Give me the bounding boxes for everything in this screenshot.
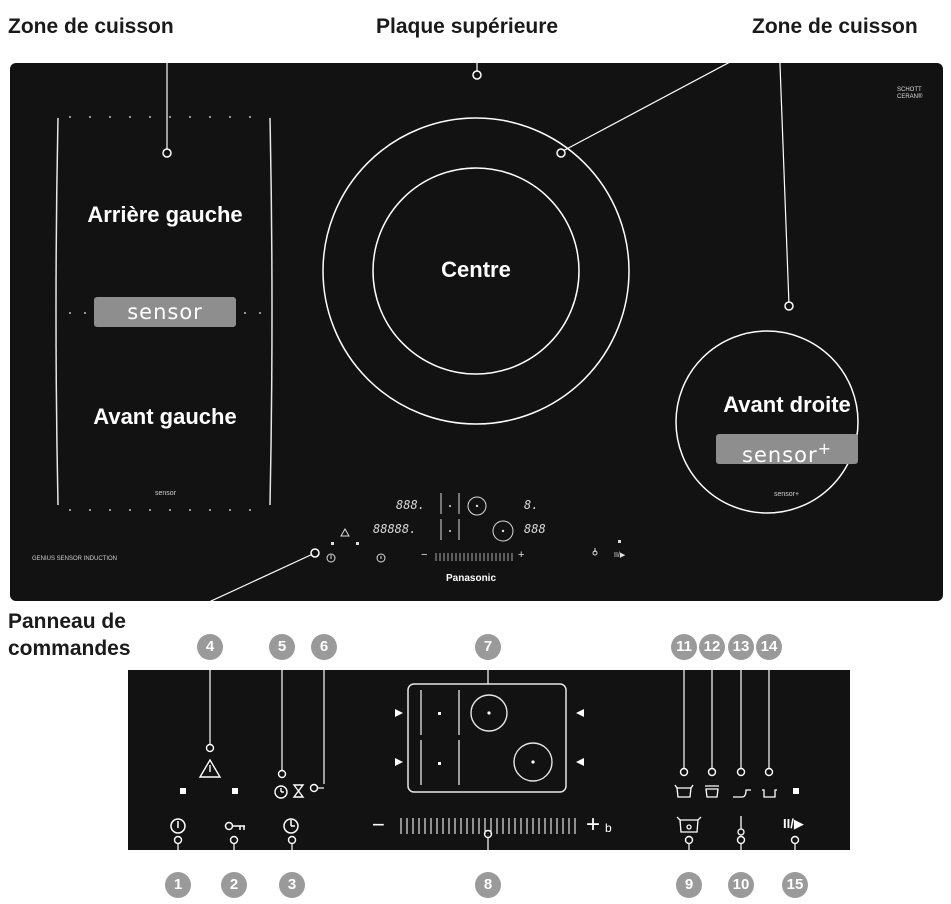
- zone-front-left-label: Avant gauche: [93, 404, 237, 429]
- callout-14: 14: [756, 634, 782, 660]
- leader-lines: [166, 37, 790, 610]
- indicator-squares: [180, 788, 799, 794]
- callout-12: 12: [699, 634, 725, 660]
- power-minus-button[interactable]: −: [372, 812, 385, 837]
- callout-10: 10: [728, 872, 754, 898]
- zone-selector-lines: [420, 690, 460, 785]
- zone-selector-frame: [407, 683, 567, 793]
- mode-icons: [674, 784, 777, 798]
- callout-11: 11: [671, 634, 697, 660]
- genius-sensor-text: GENIUS SENSOR INDUCTION: [32, 556, 118, 562]
- callout-leader-dots: [173, 743, 800, 845]
- child-lock-button[interactable]: [222, 814, 250, 838]
- callout-8: 8: [475, 872, 501, 898]
- boil-pot-icon: [705, 785, 719, 798]
- mini-display-row2-right: 888: [524, 522, 546, 536]
- hourglass-icon: [292, 784, 305, 798]
- schott-line2: CERAN®: [897, 94, 923, 100]
- zone-arrows: [395, 709, 584, 766]
- callout-7: 7: [475, 634, 501, 660]
- mini-icons: [326, 527, 598, 563]
- mini-slider: [435, 553, 513, 561]
- mini-minus: −: [421, 549, 428, 561]
- panel-label-line1: Panneau de: [8, 610, 126, 633]
- cooktop-graphics: [55, 37, 859, 610]
- sensor-plus-text: sensor: [742, 443, 818, 467]
- mini-control-lines: [440, 493, 514, 542]
- callout-13: 13: [728, 634, 754, 660]
- thermometer-icon: [737, 816, 745, 836]
- plus-sign: +: [817, 439, 832, 458]
- pause-play-button[interactable]: II/▶: [783, 816, 804, 831]
- callout-4: 4: [197, 634, 223, 660]
- left-zone-dots: [69, 116, 261, 511]
- label-panneau-de-commandes: Panneau de commandes: [8, 608, 131, 662]
- temperature-button[interactable]: [731, 814, 751, 838]
- right-zone-ring: [675, 330, 859, 514]
- callout-2: 2: [221, 872, 247, 898]
- power-button[interactable]: [166, 814, 190, 838]
- callout-3: 3: [279, 872, 305, 898]
- power-plus-button[interactable]: +: [586, 811, 601, 838]
- label-zone-cuisson-right: Zone de cuisson: [752, 15, 918, 38]
- key-lock-icon: [224, 821, 245, 831]
- timer-clock-icon: [274, 785, 288, 799]
- schott-line1: SCHOTT: [897, 87, 922, 93]
- left-zone-outline: [55, 117, 273, 506]
- callout-15: 15: [782, 872, 808, 898]
- sensor-fry-button[interactable]: [675, 814, 703, 838]
- sensor-small-right: sensor+: [774, 491, 800, 498]
- mini-display-row1-left: 888.: [396, 498, 425, 512]
- panasonic-logo: Panasonic: [446, 573, 497, 584]
- grill-icon: [733, 789, 751, 798]
- callout-9: 9: [676, 872, 702, 898]
- zone-front-right-label: Avant droite: [723, 392, 851, 417]
- center-zone-select-icon: [470, 694, 508, 732]
- leader-dots: [162, 70, 794, 558]
- sensor-small-left: sensor: [155, 490, 177, 497]
- callout-5: 5: [269, 634, 295, 660]
- mini-control-dots: [331, 504, 621, 545]
- zone-selector-dots: [438, 711, 535, 765]
- timer-icon: [283, 818, 299, 834]
- sensor-badge-left: sensor: [94, 297, 236, 327]
- power-slider-ticks: [400, 818, 576, 834]
- callout-1: 1: [165, 872, 191, 898]
- callout-6: 6: [311, 634, 337, 660]
- center-zone-inner: [372, 167, 580, 375]
- zone-selector[interactable]: [408, 684, 566, 792]
- timer-button[interactable]: [279, 814, 303, 838]
- warning-icon: [198, 758, 222, 778]
- sensor-plus-badge: sensor+: [716, 434, 858, 467]
- boost-b-label: b: [605, 821, 612, 835]
- sensor-fry-icon: [676, 816, 702, 833]
- mini-plus: +: [518, 549, 525, 561]
- schott-ceran-logo: SCHOTT CERAN®: [897, 87, 922, 101]
- pot-icon: [762, 789, 777, 798]
- right-zone-select-icon: [513, 742, 553, 782]
- mini-pause-play: II/▶: [614, 552, 626, 559]
- panel-label-line2: commandes: [8, 637, 131, 660]
- label-zone-cuisson-left: Zone de cuisson: [8, 15, 174, 38]
- fry-pan-sensor-icon: [674, 784, 694, 798]
- mini-display-row2-left: 88888.: [373, 522, 417, 536]
- label-plaque-superieure: Plaque supérieure: [376, 15, 559, 38]
- power-icon: [170, 818, 186, 834]
- callout-leaders: [177, 660, 796, 872]
- control-panel-detail: [128, 670, 850, 850]
- center-zone-outer: [322, 117, 630, 425]
- zone-center-label: Centre: [441, 257, 511, 282]
- zone-rear-left-label: Arrière gauche: [87, 202, 243, 227]
- mini-display-row1-right: 8.: [524, 498, 539, 512]
